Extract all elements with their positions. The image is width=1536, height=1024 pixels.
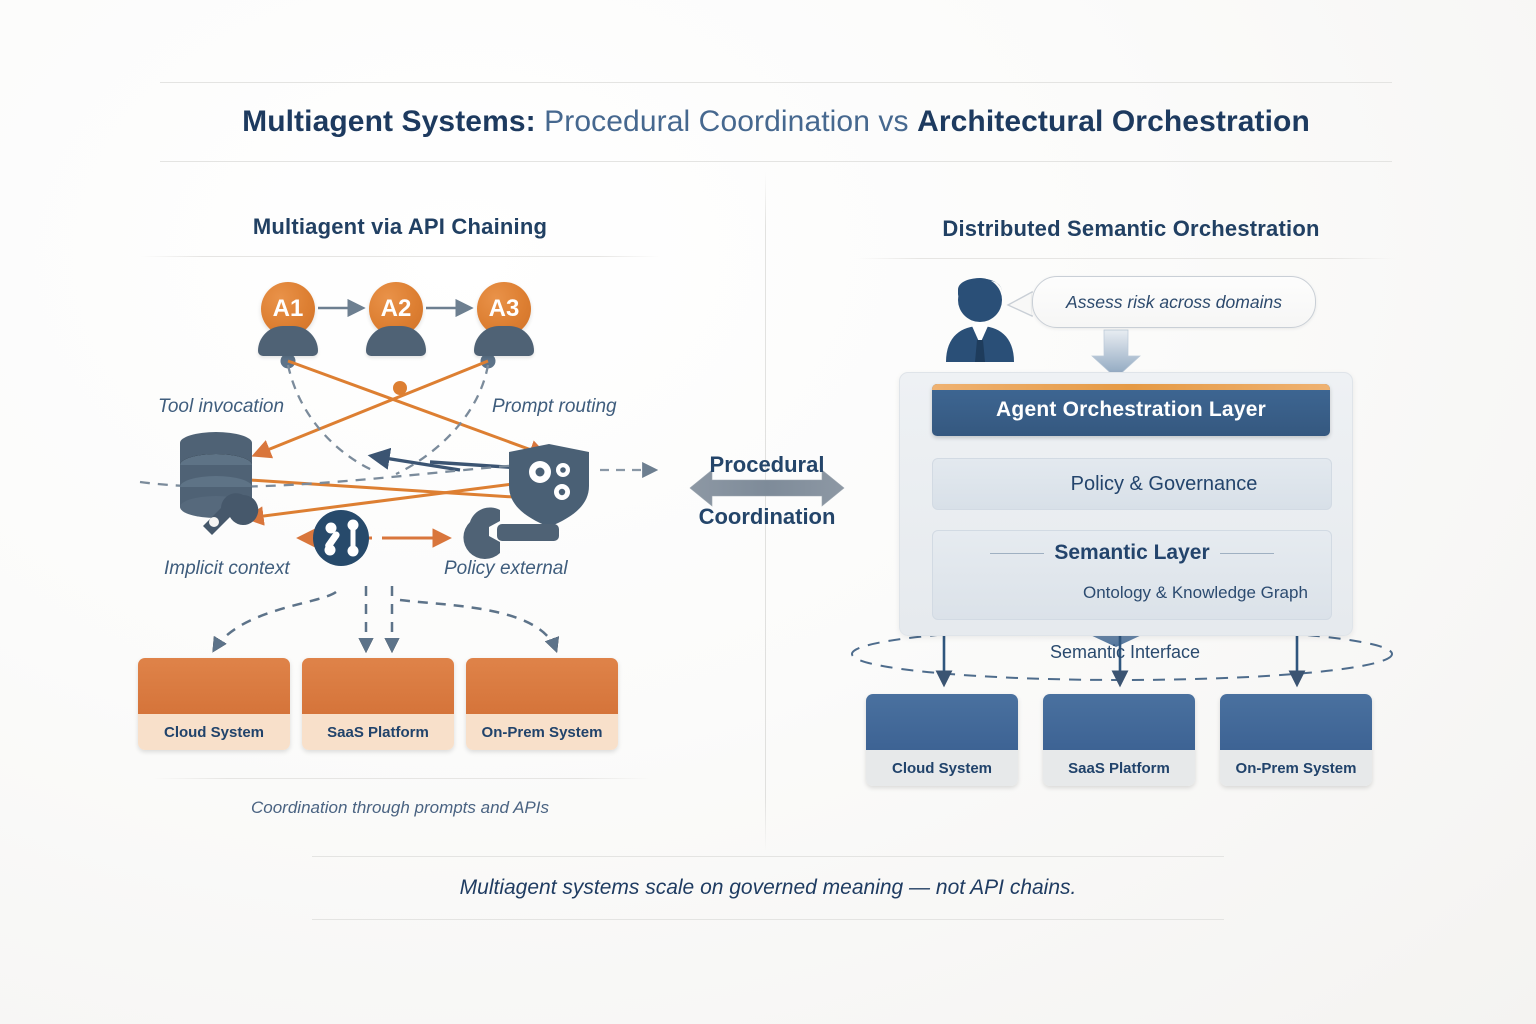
right-system-card-onprem[interactable]: On-Prem System — [1220, 694, 1372, 786]
agent-node-a1[interactable]: A1 — [250, 282, 326, 356]
left-system-card-onprem[interactable]: On-Prem System — [466, 658, 618, 750]
layer-semantic-title: Semantic Layer — [1054, 541, 1210, 564]
footer-callout: Multiagent systems scale on governed mea… — [312, 856, 1224, 920]
right-system-cloud-art — [866, 694, 1018, 750]
left-system-card-saas[interactable]: SaaS Platform — [302, 658, 454, 750]
agent-a1-label: A1 — [261, 282, 315, 336]
left-system-onprem-label: On-Prem System — [466, 714, 618, 750]
agent-a3-body — [474, 326, 534, 356]
left-system-saas-label: SaaS Platform — [302, 714, 454, 750]
label-policy-external: Policy external — [444, 558, 568, 579]
page-title: Multiagent Systems: Procedural Coordinat… — [160, 82, 1392, 162]
agent-node-a3[interactable]: A3 — [466, 282, 542, 356]
label-implicit-context: Implicit context — [164, 558, 290, 579]
agent-a1-body — [258, 326, 318, 356]
title-tail: Architectural Orchestration — [917, 105, 1310, 138]
right-system-card-cloud[interactable]: Cloud System — [866, 694, 1018, 786]
wrench-icon — [463, 507, 559, 560]
left-system-onprem-art — [466, 658, 618, 714]
right-panel-heading: Distributed Semantic Orchestration — [866, 200, 1396, 258]
right-heading-rule — [856, 258, 1396, 259]
agent-node-a2[interactable]: A2 — [358, 282, 434, 356]
semantic-rule-left — [990, 552, 1045, 554]
semantic-rule-right — [1219, 552, 1274, 554]
layer-accent-bar — [932, 384, 1330, 390]
left-system-saas-art — [302, 658, 454, 714]
title-lead: Multiagent Systems: — [242, 105, 536, 138]
label-prompt-routing: Prompt routing — [492, 396, 617, 417]
layer-agent-orchestration[interactable]: Agent Orchestration Layer — [932, 384, 1330, 436]
left-system-card-cloud[interactable]: Cloud System — [138, 658, 290, 750]
right-system-cloud-label: Cloud System — [866, 750, 1018, 786]
shield-gears-icon — [509, 444, 589, 527]
left-caption-rule — [152, 778, 652, 779]
graph-node-icon — [313, 510, 369, 566]
right-system-onprem-art — [1220, 694, 1372, 750]
center-arrow-label-bottom: Coordination — [698, 504, 836, 529]
speech-bubble-text: Assess risk across domains — [1066, 291, 1282, 312]
panel-divider — [765, 172, 766, 852]
left-system-cloud-art — [138, 658, 290, 714]
layer-policy-governance-label: Policy & Governance — [1070, 472, 1258, 495]
center-arrow-label-top: Procedural — [709, 452, 825, 477]
database-tool-icon — [180, 432, 259, 535]
left-panel-heading-label: Multiagent via API Chaining — [252, 214, 548, 239]
agent-a2-label: A2 — [369, 282, 423, 336]
left-panel-heading: Multiagent via API Chaining — [140, 198, 660, 256]
footer-text: Multiagent systems scale on governed mea… — [459, 876, 1077, 899]
left-system-cloud-label: Cloud System — [138, 714, 290, 750]
layer-semantic-subtitle: Ontology & Knowledge Graph — [1083, 583, 1308, 602]
speech-bubble: Assess risk across domains — [1032, 276, 1316, 328]
semantic-interface-label: Semantic Interface — [1049, 642, 1201, 662]
left-heading-rule — [140, 256, 660, 257]
title-middle: Procedural Coordination vs — [535, 105, 918, 138]
label-tool-invocation: Tool invocation — [158, 396, 285, 417]
right-system-onprem-label: On-Prem System — [1220, 750, 1372, 786]
left-panel-caption: Coordination through prompts and APIs — [251, 798, 549, 817]
layer-semantic[interactable]: Semantic Layer Ontology & Knowledge Grap… — [932, 530, 1332, 620]
agent-a2-body — [366, 326, 426, 356]
right-panel-heading-label: Distributed Semantic Orchestration — [942, 216, 1320, 241]
layer-semantic-title-row: Semantic Layer — [933, 541, 1331, 565]
layer-agent-orchestration-label: Agent Orchestration Layer — [996, 398, 1266, 421]
user-avatar-icon — [946, 278, 1014, 362]
layer-policy-governance[interactable]: Policy & Governance — [932, 458, 1332, 510]
right-system-saas-art — [1043, 694, 1195, 750]
right-system-card-saas[interactable]: SaaS Platform — [1043, 694, 1195, 786]
right-system-saas-label: SaaS Platform — [1043, 750, 1195, 786]
